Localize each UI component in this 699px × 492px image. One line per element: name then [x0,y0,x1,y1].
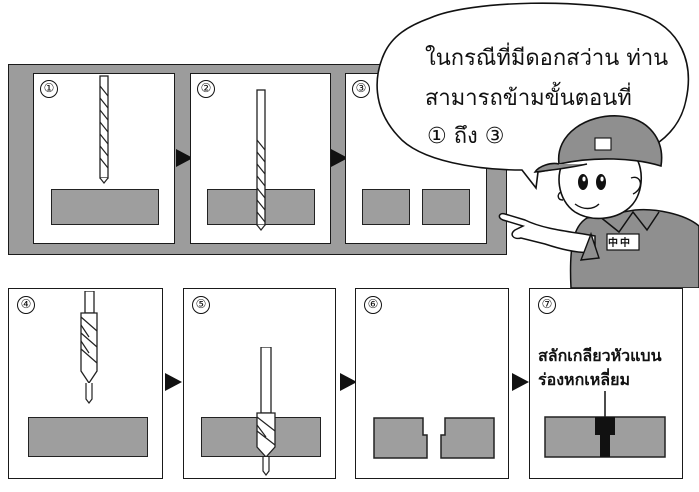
step-2-number: ② [197,80,215,98]
arrow-step-1-to-2 [176,149,193,167]
step-4-number: ④ [17,296,35,314]
step-7-panel: ⑦ สลักเกลียวหัวแบน ร่องหกเหลี่ยม [529,288,683,479]
step-5-number: ⑤ [192,296,210,314]
drill-bit-icon [256,89,266,231]
character-badge-text: 中中 [608,238,632,249]
workpiece-block-left [362,189,410,225]
arrow-step-2-to-3 [331,149,348,167]
bubble-line-1: ในกรณีที่มีดอกสว่าน ท่าน [425,46,669,71]
arrow-step-6-to-7 [512,373,529,391]
step-6-number: ⑥ [364,296,382,314]
arrow-step-5-to-6 [340,373,357,391]
step-7-number: ⑦ [538,296,556,314]
step-1-panel: ① [33,73,175,244]
step-4-panel: ④ [8,288,163,479]
step-7-caption-line-1: สลักเกลียวหัวแบน [538,346,662,365]
counterbored-workpiece [373,417,495,459]
step-7-caption-line-2: ร่องหกเหลี่ยม [538,370,630,389]
bubble-line-3: ① ถึง ③ [427,124,505,149]
counterbore-drill-icon [256,347,276,476]
counterbore-drill-icon [80,291,98,404]
step-6-panel: ⑥ [355,288,509,479]
arrow-step-4-to-5 [165,373,182,391]
workpiece-block [51,189,159,225]
workpiece-block [28,417,148,457]
bubble-line-2: สามารถข้ามขั้นตอนที่ [425,86,632,111]
mechanic-character [498,115,699,288]
step-3-number: ③ [352,80,370,98]
hex-socket-bolt-in-workpiece [544,391,666,458]
workpiece-block-right [422,189,470,225]
step-1-number: ① [40,80,58,98]
step-5-panel: ⑤ [183,288,336,479]
drill-bit-icon [99,75,109,184]
step-2-panel: ② [190,73,331,244]
